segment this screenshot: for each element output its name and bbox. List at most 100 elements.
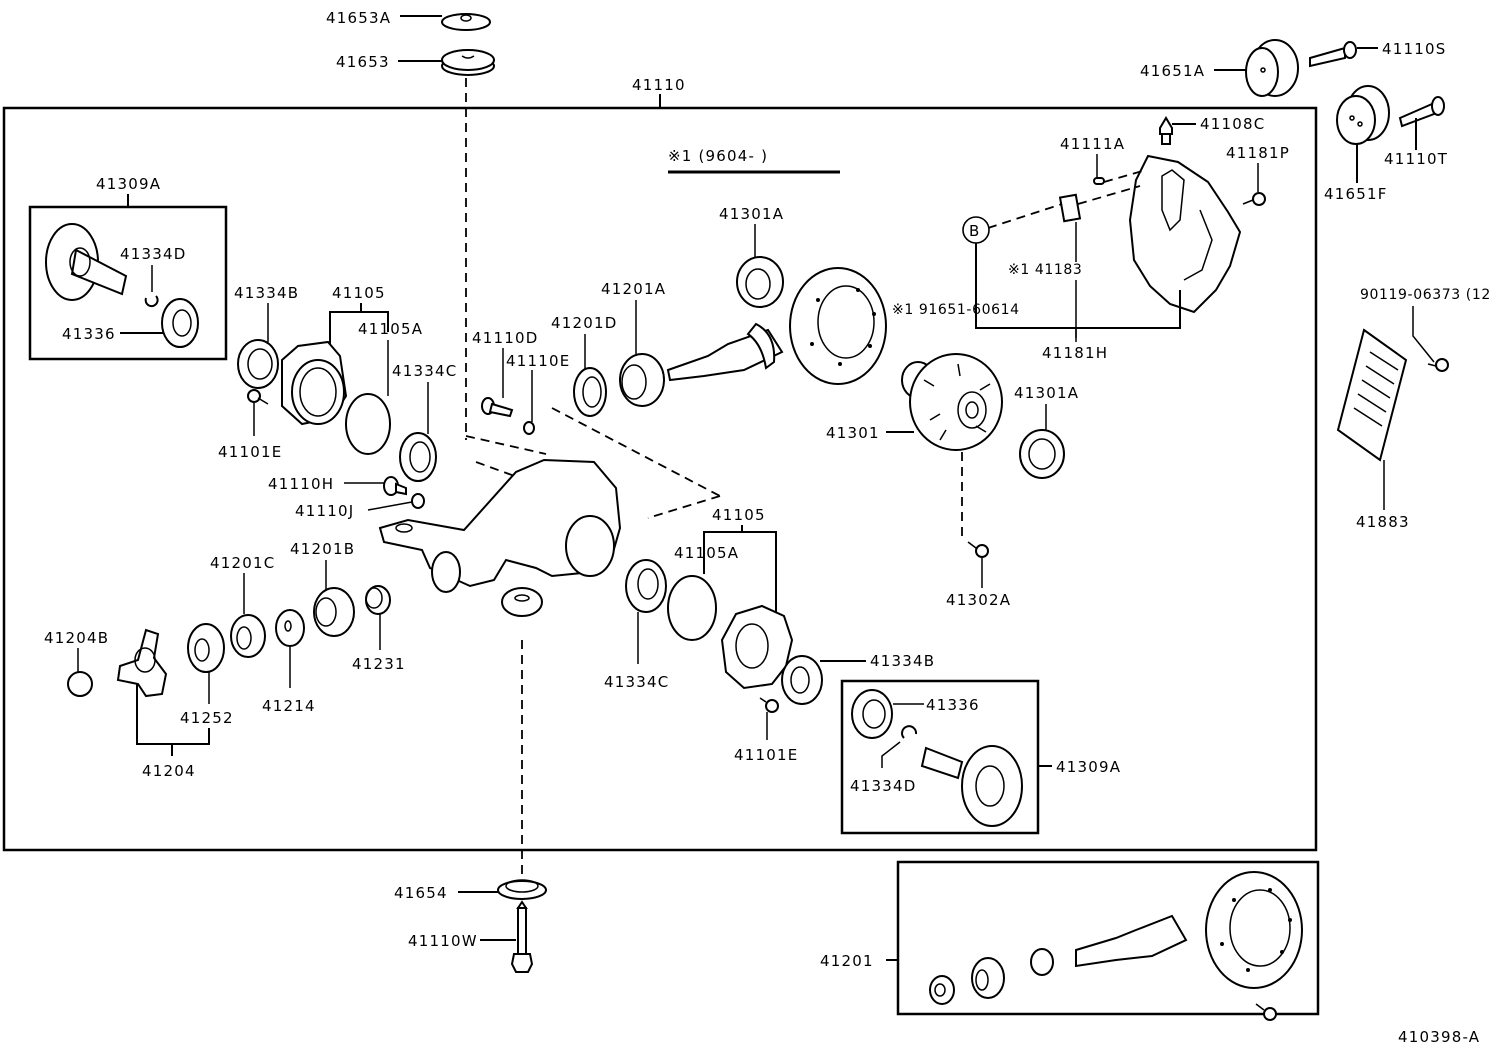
label-41181P[interactable]: 41181P <box>1226 144 1290 162</box>
label-41309A-left[interactable]: 41309A <box>96 175 161 193</box>
label-41653A[interactable]: 41653A <box>326 9 391 27</box>
oil-seal-41336-left <box>161 298 199 348</box>
main-assembly-frame <box>2 106 1318 852</box>
bracket-41181h <box>975 243 1181 329</box>
pin-41111a <box>1093 177 1105 185</box>
snap-ring-41334d-right <box>901 725 918 739</box>
bolt-41181p <box>1242 192 1266 206</box>
label-41105-bottom[interactable]: 41105 <box>712 506 766 524</box>
side-gear-shaft-41309a-left <box>45 223 128 301</box>
label-41204[interactable]: 41204 <box>142 762 196 780</box>
plug-41110d <box>481 397 514 418</box>
side-gear-shaft-41309a-right <box>920 745 1023 827</box>
label-41110[interactable]: 41110 <box>632 76 686 94</box>
mount-cushion-41654 <box>497 879 547 900</box>
label-41105-top[interactable]: 41105 <box>332 284 386 302</box>
label-41110E[interactable]: 41110E <box>506 352 570 370</box>
o-ring-41105a-left <box>345 393 391 455</box>
bearing-41301a-top <box>736 256 784 308</box>
bolt-41110s <box>1309 41 1357 68</box>
differential-carrier-housing <box>378 458 622 617</box>
label-90119-06373[interactable]: 90119-06373 (12 <box>1360 287 1491 303</box>
dashline-housing-upper <box>551 407 721 497</box>
label-41110W[interactable]: 41110W <box>408 932 478 950</box>
differential-case-41301 <box>901 353 1003 451</box>
differential-cover <box>1128 154 1242 314</box>
leader-90119 <box>1412 306 1435 363</box>
oil-seal-41252 <box>187 623 225 673</box>
dashline-housing-left <box>465 435 547 455</box>
label-41201C[interactable]: 41201C <box>210 554 275 572</box>
plug-41110h <box>383 476 407 496</box>
oil-seal-41334b-right <box>781 655 823 705</box>
label-41301[interactable]: 41301 <box>826 424 880 442</box>
label-41334B-left[interactable]: 41334B <box>234 284 299 302</box>
gasket-41110j <box>411 493 425 509</box>
dashline-housing-left2 <box>475 461 521 479</box>
label-41651F[interactable]: 41651F <box>1324 185 1388 203</box>
callout-circle-b-letter: B <box>969 222 981 240</box>
drive-pinion <box>666 322 784 382</box>
dashline-plate-cover <box>1077 185 1141 205</box>
label-41301A-top[interactable]: 41301A <box>719 205 784 223</box>
label-41334C-top[interactable]: 41334C <box>392 362 457 380</box>
note-serial-range: ※1 (9604- ) <box>668 147 768 165</box>
label-41105A-top[interactable]: 41105A <box>358 320 423 338</box>
ring-gear <box>789 267 887 385</box>
label-41101E-left[interactable]: 41101E <box>218 443 282 461</box>
o-ring-41105a-right <box>667 575 717 641</box>
label-41231[interactable]: 41231 <box>352 655 406 673</box>
label-41108C[interactable]: 41108C <box>1200 115 1265 133</box>
label-41334D-right[interactable]: 41334D <box>850 777 916 795</box>
label-41334D-left[interactable]: 41334D <box>120 245 186 263</box>
label-41309A-right[interactable]: 41309A <box>1056 758 1121 776</box>
label-41301A-mid[interactable]: 41301A <box>1014 384 1079 402</box>
label-41110D[interactable]: 41110D <box>472 329 538 347</box>
label-41336-left[interactable]: 41336 <box>62 325 116 343</box>
figure-id: 410398-A <box>1398 1028 1480 1046</box>
label-41110T[interactable]: 41110T <box>1384 150 1448 168</box>
label-41653[interactable]: 41653 <box>336 53 390 71</box>
label-91651-60614[interactable]: ※1 91651-60614 <box>892 302 1020 318</box>
label-41654[interactable]: 41654 <box>394 884 448 902</box>
bolt-41110w <box>510 900 534 973</box>
label-41651A[interactable]: 41651A <box>1140 62 1205 80</box>
label-41334B-right[interactable]: 41334B <box>870 652 935 670</box>
label-41252[interactable]: 41252 <box>180 709 234 727</box>
label-41110H[interactable]: 41110H <box>268 475 334 493</box>
spacer-41231 <box>365 585 391 615</box>
label-41201A[interactable]: 41201A <box>601 280 666 298</box>
bolt-41302a <box>967 541 989 558</box>
bracket-41105-bottom <box>703 531 777 622</box>
bolt-41101e-left <box>247 389 269 405</box>
inset-box-41201 <box>896 860 1320 1016</box>
label-41336-right[interactable]: 41336 <box>926 696 980 714</box>
label-41110S[interactable]: 41110S <box>1382 40 1446 58</box>
leader-41110j <box>367 501 413 511</box>
dashline-pin-cover <box>1103 169 1147 183</box>
label-41105A-bottom[interactable]: 41105A <box>674 544 739 562</box>
label-41201[interactable]: 41201 <box>820 952 874 970</box>
kit-spacer <box>1030 948 1054 976</box>
label-41883[interactable]: 41883 <box>1356 513 1410 531</box>
label-41181H[interactable]: 41181H <box>1042 344 1108 362</box>
label-41101E-right[interactable]: 41101E <box>734 746 798 764</box>
label-41214[interactable]: 41214 <box>262 697 316 715</box>
kit-bolt <box>1255 1003 1277 1021</box>
label-41334C-bottom[interactable]: 41334C <box>604 673 669 691</box>
label-41302A[interactable]: 41302A <box>946 591 1011 609</box>
dashline-housing-right <box>647 495 721 519</box>
label-41201D[interactable]: 41201D <box>551 314 617 332</box>
label-41111A[interactable]: 41111A <box>1060 135 1125 153</box>
bearing-retainer-41105-left <box>281 340 348 426</box>
label-41183[interactable]: ※1 41183 <box>1008 262 1082 278</box>
bolt-90119 <box>1427 358 1449 372</box>
plate-41183 <box>1058 193 1082 223</box>
label-41204B[interactable]: 41204B <box>44 629 109 647</box>
oil-seal-41334c-right <box>625 559 667 613</box>
label-41110J[interactable]: 41110J <box>295 502 354 520</box>
label-41201B[interactable]: 41201B <box>290 540 355 558</box>
bearing-41301a-right <box>1019 429 1065 479</box>
bearing-41201c <box>230 614 266 658</box>
